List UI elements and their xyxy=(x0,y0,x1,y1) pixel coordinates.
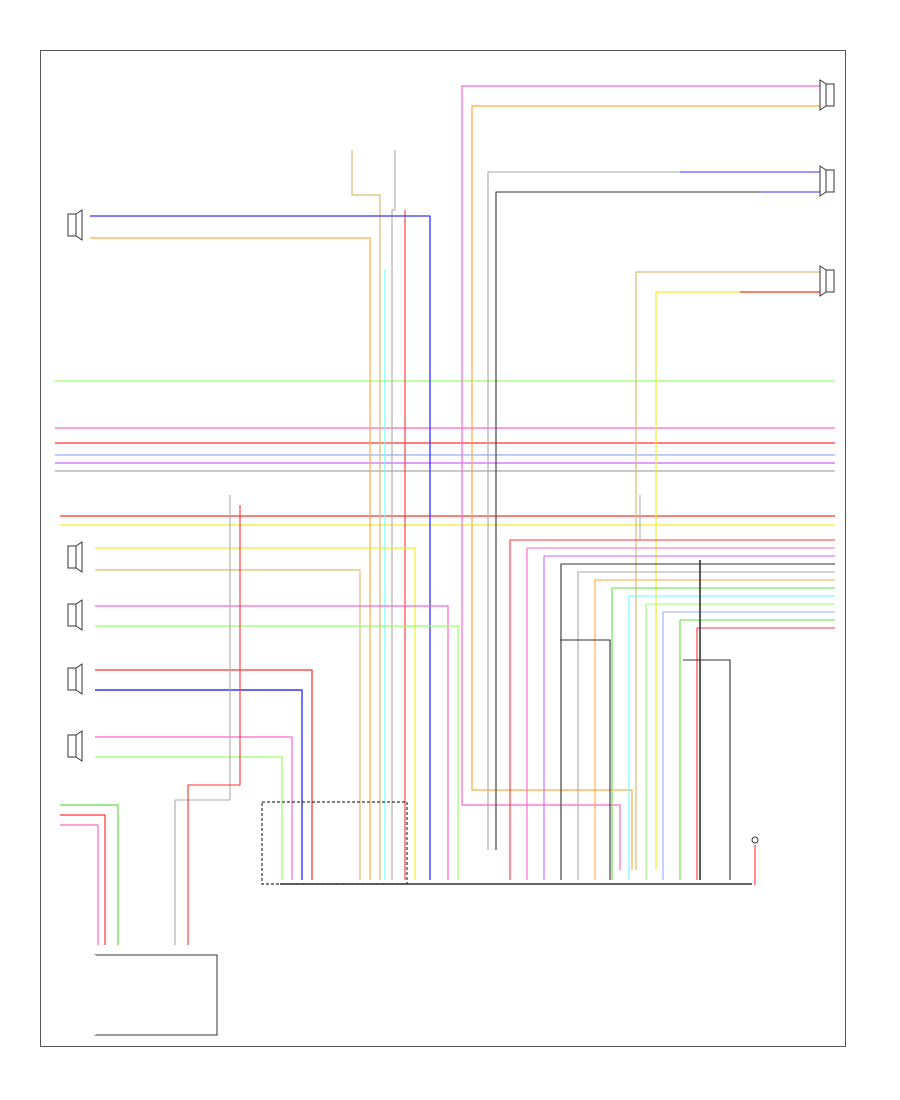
lft-wire-red xyxy=(95,669,313,880)
center-speaker-symbol xyxy=(67,541,83,573)
speaker-cone xyxy=(75,663,83,695)
antenna-amp-box xyxy=(94,954,218,1036)
lft-speaker-symbol xyxy=(67,663,83,695)
rft-wire-green xyxy=(95,756,283,880)
amp-bundle-wire xyxy=(594,579,835,880)
amp-wire-black-2 xyxy=(683,659,731,880)
sub-wire-pink xyxy=(95,605,449,880)
speaker-icon xyxy=(67,213,77,237)
lr-speaker-wire-blue xyxy=(90,215,431,880)
amp-bundle-wire xyxy=(577,571,835,880)
amp-bundle-wire xyxy=(543,555,835,880)
audio-unit-box xyxy=(261,801,408,885)
lr-speaker-wire-orange xyxy=(90,237,371,880)
amp-wire-black-3 xyxy=(560,639,611,880)
amp-bundle-wire xyxy=(645,603,835,880)
speaker-icon xyxy=(825,269,835,293)
sub-speaker-symbol xyxy=(67,599,83,631)
harness-wire-green xyxy=(60,804,119,945)
harness-wire-gray xyxy=(174,495,231,945)
speaker-icon xyxy=(825,169,835,193)
diagram-frame xyxy=(40,50,846,1047)
speaker-icon xyxy=(67,734,77,758)
rft-wire-pink xyxy=(95,736,293,880)
lr-speaker-symbol xyxy=(67,209,83,241)
amp-bundle-wire xyxy=(509,539,835,880)
speaker-icon xyxy=(67,667,77,691)
speaker-cone xyxy=(819,265,827,297)
lf-speaker-symbol xyxy=(819,165,835,197)
amp-bundle-wire xyxy=(628,595,835,880)
speaker-cone xyxy=(75,599,83,631)
rft-speaker-symbol xyxy=(67,730,83,762)
harness-wire-red-2 xyxy=(187,505,241,945)
rf-speaker-wire-1 xyxy=(635,271,820,870)
speaker-icon xyxy=(67,603,77,627)
antenna-wire-gray xyxy=(391,150,396,880)
rear-speaker-wire-neg xyxy=(471,105,820,870)
amp-bundle-wire xyxy=(526,547,835,880)
sub-wire-green xyxy=(95,625,459,880)
amp-bundle-wire xyxy=(560,563,835,880)
center-speaker-wire-yellow xyxy=(95,547,416,880)
antenna-wire-tan xyxy=(351,150,381,880)
switch-icon xyxy=(751,836,759,844)
center-speaker-wire-tan xyxy=(95,569,361,880)
component-layer xyxy=(67,79,835,1036)
rf-speaker-symbol xyxy=(819,265,835,297)
speaker-cone xyxy=(75,730,83,762)
lf-speaker-wire-2 xyxy=(495,191,820,850)
harness-wire-pink xyxy=(60,824,99,945)
speaker-cone xyxy=(75,209,83,241)
amp-bundle-wire xyxy=(662,611,835,880)
speaker-cone xyxy=(819,79,827,111)
amp-bundle-wire xyxy=(611,587,835,880)
speaker-icon xyxy=(67,545,77,569)
wire-layer xyxy=(55,85,835,945)
rf-speaker-wire-2 xyxy=(655,291,820,870)
speaker-cone xyxy=(819,165,827,197)
rear-speaker-wire-pos xyxy=(461,85,820,870)
amp-bundle-wire xyxy=(679,619,835,880)
amp-bundle-wire xyxy=(696,627,835,880)
rr-speaker-symbol xyxy=(819,79,835,111)
speaker-icon xyxy=(825,83,835,107)
lf-speaker-wire-1 xyxy=(487,171,820,850)
speaker-cone xyxy=(75,541,83,573)
lft-wire-blue xyxy=(95,689,303,880)
harness-wire-red xyxy=(60,814,106,945)
